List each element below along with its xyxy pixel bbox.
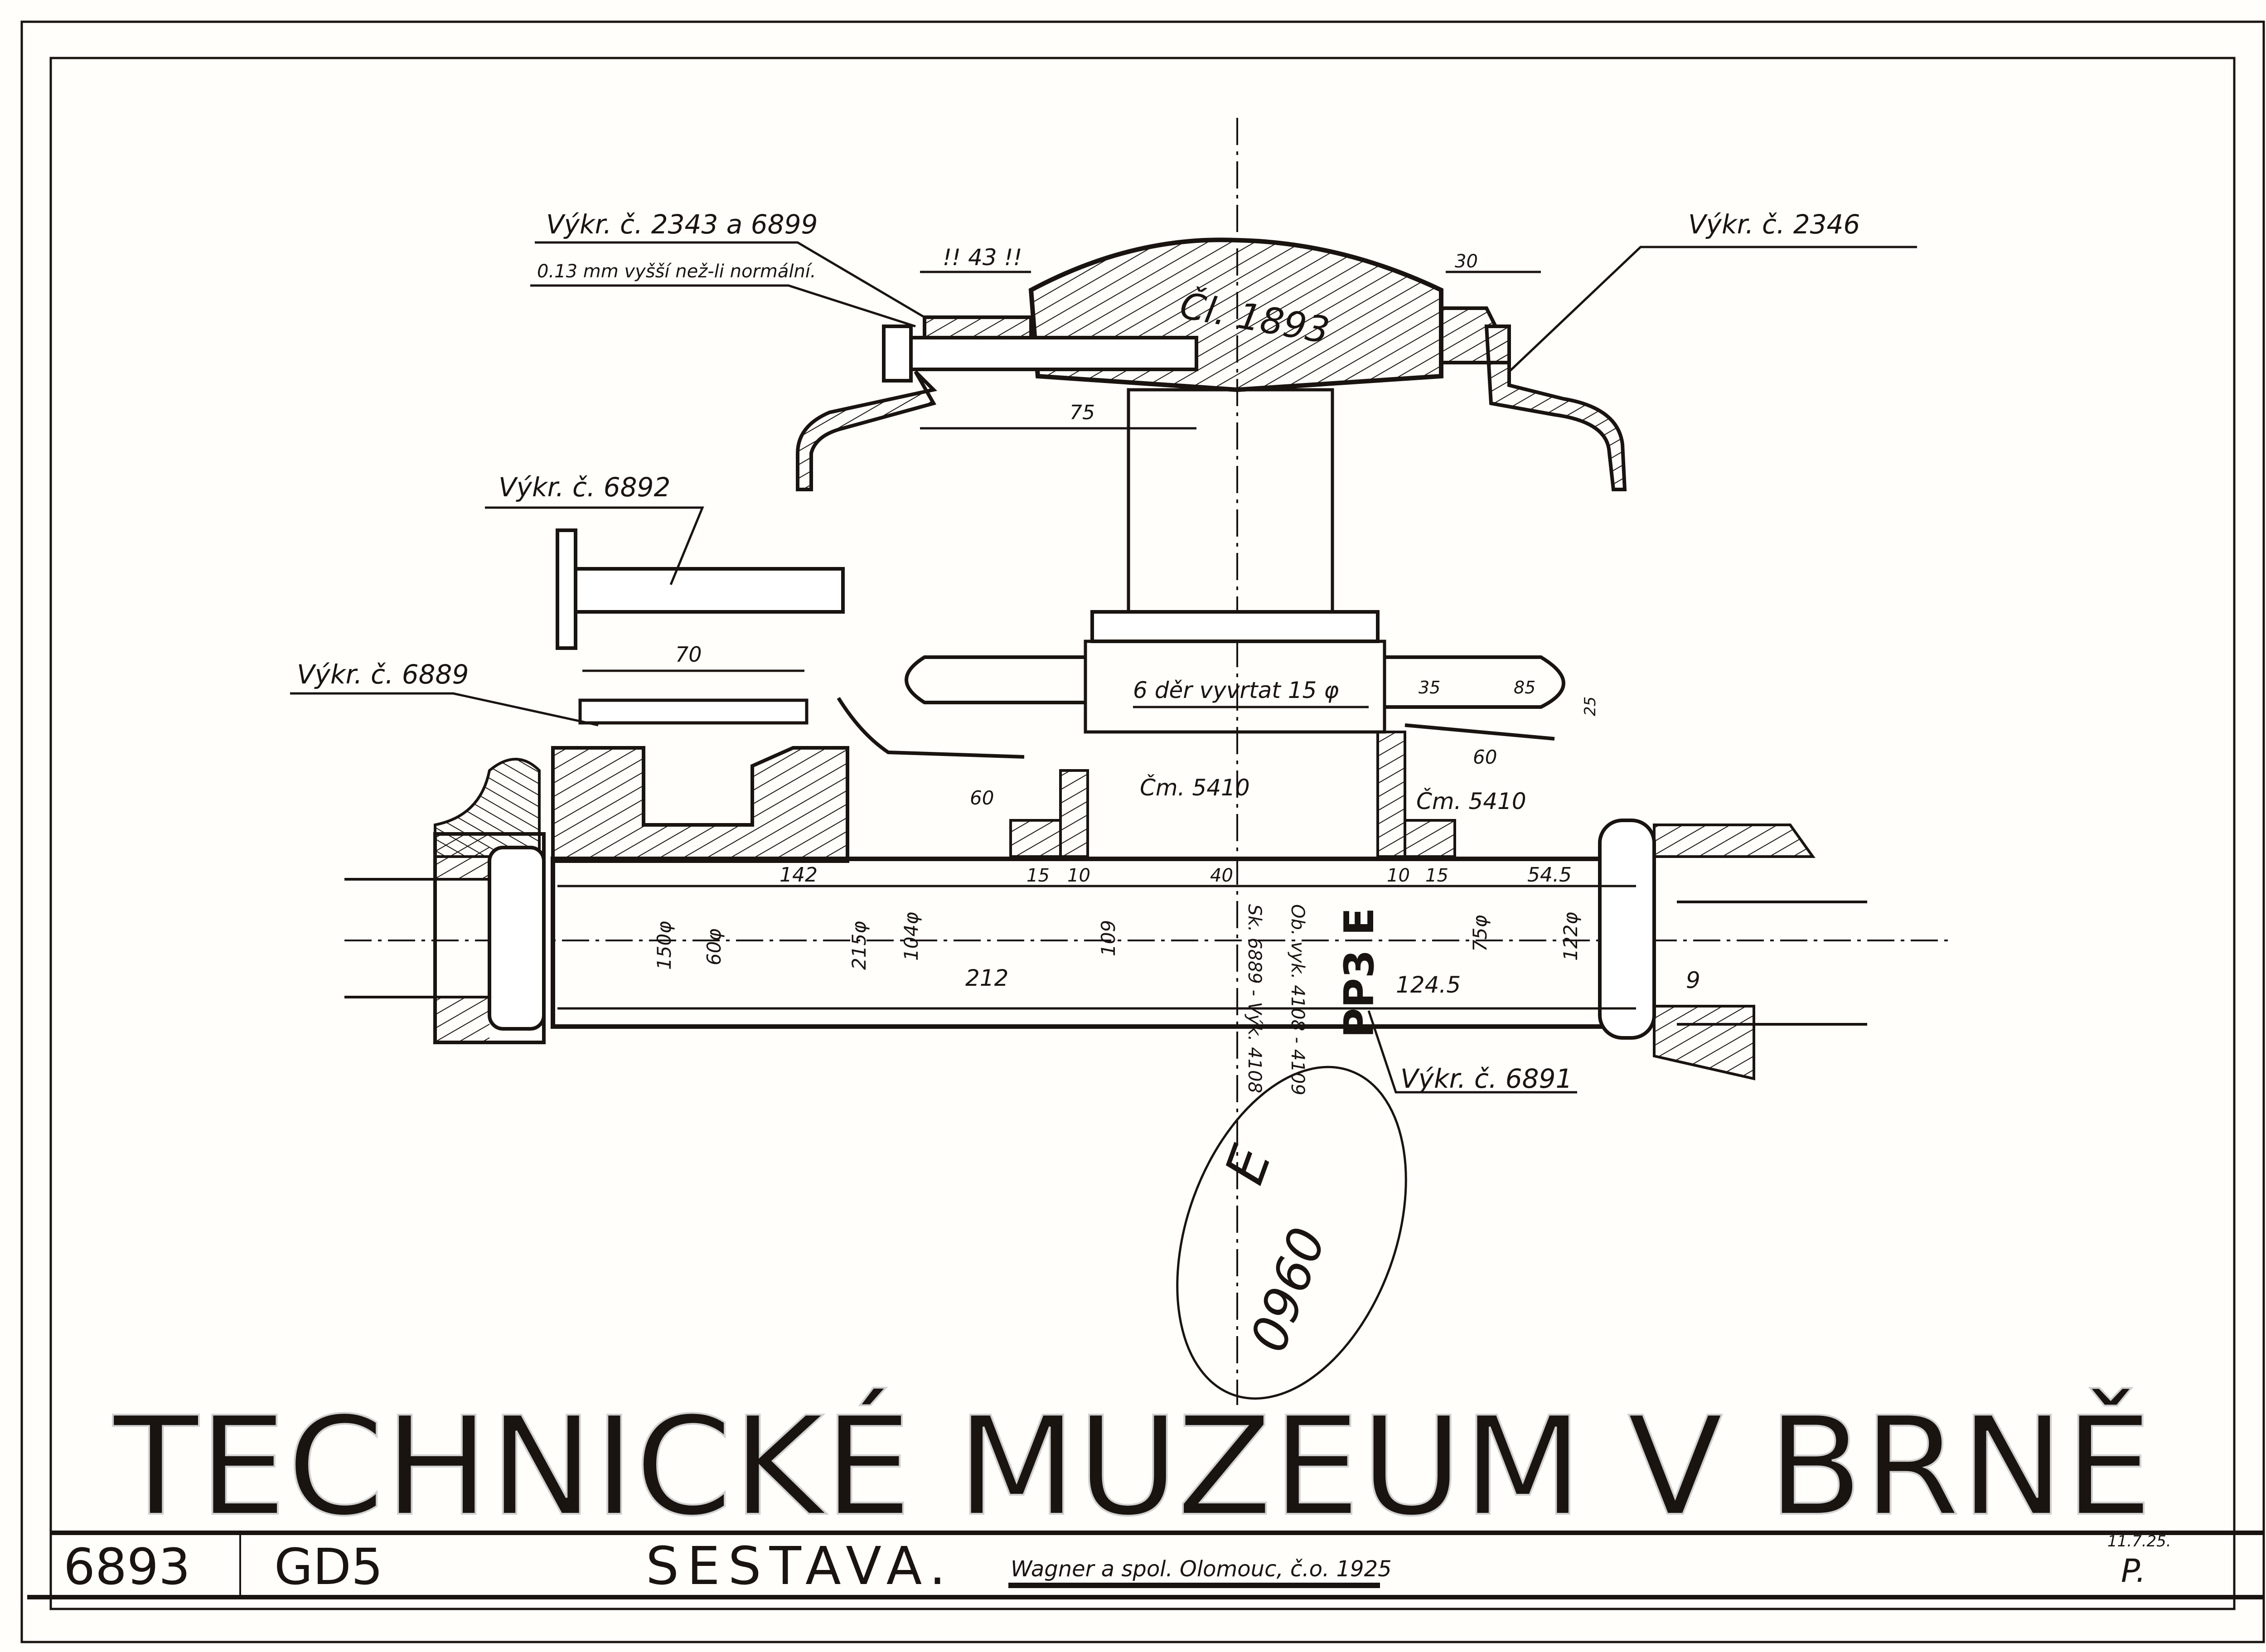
dim-122: 122φ — [1559, 912, 1582, 961]
cap-section — [796, 237, 1627, 734]
vertical-note-2: Ob. vyk. 4108 - 4109 — [1287, 904, 1308, 1095]
bushings — [1009, 731, 1456, 858]
dim-142: 142 — [780, 863, 818, 887]
oval-stamp-number: 0960 — [1239, 1220, 1337, 1359]
dim-60-left: 60 — [970, 787, 994, 809]
bolt-head — [882, 325, 913, 383]
dim-215: 215φ — [848, 921, 870, 970]
dim-30: 30 — [1455, 251, 1478, 272]
dim-9: 9 — [1686, 967, 1700, 993]
dim-10-right: 10 — [1387, 865, 1410, 886]
dim-15-left: 15 — [1026, 865, 1050, 886]
sheet-border — [20, 20, 2265, 1643]
dim-60-dia: 60φ — [703, 929, 725, 965]
dimension-values: 30 75 70 35 85 25 60 60 142 15 10 40 10 … — [653, 251, 1700, 998]
label-ref-6891: Výkr. č. 6891 — [1400, 1063, 1572, 1094]
dim-104: 104φ — [900, 912, 922, 961]
stamp-pp3e: PP3 E — [1336, 908, 1383, 1038]
label-ref-6889: Výkr. č. 6889 — [297, 659, 469, 690]
spring-loops — [837, 655, 1565, 759]
signature: P. — [2121, 1552, 2146, 1589]
dimension-lines — [557, 271, 1636, 1010]
dim-54-5: 54.5 — [1527, 863, 1572, 887]
drawing-number: 6893 — [63, 1538, 190, 1596]
label-holes-note: 6 děr vyvrtat 15 φ — [1133, 677, 1339, 703]
bolt — [882, 336, 1198, 371]
label-ref-6892: Výkr. č. 6892 — [499, 472, 670, 503]
dim-25: 25 — [1581, 697, 1599, 716]
watermark: TECHNICKÉ MUZEUM V BRNĚ — [111, 1386, 2153, 1546]
drawing-title: SESTAVA. — [646, 1536, 954, 1597]
dim-35: 35 — [1419, 678, 1440, 698]
label-note-013: 0.13 mm vyšší než-li normální. — [537, 261, 816, 282]
dim-10-left: 10 — [1067, 865, 1090, 886]
title-block: 6893 GD5 SESTAVA. Wagner a spol. Olomouc… — [63, 1532, 2171, 1597]
vertical-note-1: Sk. 6889 - Výk. 4108 — [1244, 904, 1265, 1093]
label-cm-5410-right: Čm. 5410 — [1416, 788, 1526, 814]
dim-60-right: 60 — [1473, 746, 1497, 768]
label-ref-2346: Výkr. č. 2346 — [1688, 209, 1860, 240]
label-ref-2343-6899: Výkr. č. 2343 a 6899 — [546, 209, 818, 240]
oval-stamp-letter: E — [1213, 1138, 1284, 1192]
centerlines — [344, 118, 1949, 1405]
label-cm-5410-left: Čm. 5410 — [1140, 774, 1250, 801]
drawing-series: GD5 — [274, 1538, 383, 1596]
dim-75: 75 — [1070, 401, 1095, 424]
left-pin-assembly — [434, 528, 849, 863]
dim-150: 150φ — [653, 921, 675, 970]
maker-underline — [1008, 1583, 1380, 1588]
label-note-43: !! 43 !! — [943, 244, 1022, 271]
drawing-date: 11.7.25. — [2107, 1532, 2171, 1550]
dim-40: 40 — [1210, 865, 1233, 886]
dim-124-5: 124.5 — [1396, 972, 1461, 998]
dim-75-dia: 75φ — [1469, 915, 1491, 952]
dim-85: 85 — [1514, 678, 1535, 698]
maker-note: Wagner a spol. Olomouc, č.o. 1925 — [1011, 1556, 1392, 1582]
dim-109: 109 — [1097, 920, 1119, 956]
leader-lines — [290, 241, 1917, 1094]
dim-15-right: 15 — [1425, 865, 1448, 886]
shaft — [344, 819, 1867, 1080]
dim-70: 70 — [675, 642, 702, 667]
dim-212: 212 — [965, 965, 1008, 991]
